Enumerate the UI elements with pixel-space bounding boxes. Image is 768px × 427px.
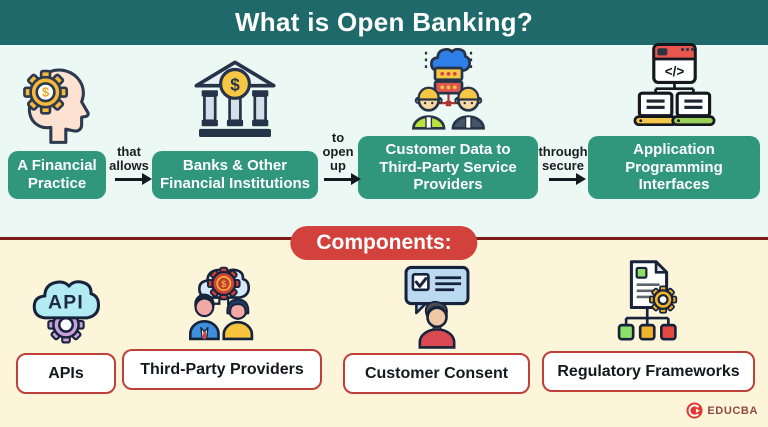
- component-label-third-party: Third-Party Providers: [122, 349, 322, 390]
- bank-icon: $: [194, 60, 276, 137]
- flow-step-financial-practice: $ A Financial Practice: [8, 56, 106, 199]
- consent-chat-person-icon: [404, 265, 469, 349]
- flow-connector-1: that allows: [106, 45, 152, 199]
- component-apis: API APIs: [16, 262, 116, 394]
- flow-connector-3: through secure: [538, 45, 588, 199]
- third-party-people-icon: $: [189, 266, 254, 341]
- man-figure: [189, 293, 220, 341]
- flow-label-apis: Application Programming Interfaces: [588, 135, 760, 199]
- brand-logo: EDUCBA: [686, 402, 758, 419]
- component-third-party: $ Third-Party Providers: [122, 258, 322, 390]
- title-bar: What is Open Banking?: [0, 0, 768, 45]
- flow-step-banks: $ Banks & Other Financial Institutions: [152, 56, 318, 199]
- components-heading: Components:: [290, 226, 478, 260]
- svg-text:</>: </>: [664, 64, 684, 79]
- component-label-consent: Customer Consent: [343, 353, 530, 394]
- svg-text:$: $: [221, 279, 226, 289]
- page-title: What is Open Banking?: [234, 7, 534, 37]
- flow-label-banks: Banks & Other Financial Institutions: [152, 151, 318, 199]
- connector-label: to open up: [322, 129, 354, 174]
- api-devices-icon: </>: [633, 42, 715, 126]
- arrow-right-icon: [324, 173, 361, 184]
- document-hierarchy-gear-icon: [617, 260, 677, 341]
- flow-label-financial-practice: A Financial Practice: [8, 151, 106, 199]
- woman-figure: [222, 298, 254, 341]
- component-regulatory: Regulatory Frameworks: [542, 260, 755, 392]
- arrow-right-icon: [549, 173, 586, 184]
- component-label-regulatory: Regulatory Frameworks: [542, 351, 755, 392]
- api-cloud-gear-icon: API: [32, 280, 101, 344]
- cloud-data-people-icon: [411, 47, 485, 130]
- flow-label-customer-data: Customer Data to Third-Party Service Pro…: [358, 135, 538, 199]
- flow-step-customer-data: Customer Data to Third-Party Service Pro…: [358, 41, 538, 199]
- flow-step-apis: </> Application Programming Interfaces: [588, 41, 760, 199]
- arrow-right-icon: [115, 173, 152, 184]
- flow-section: $ A Financial Practice that allows: [0, 42, 768, 239]
- worker-left: [411, 86, 445, 130]
- svg-text:API: API: [48, 292, 84, 313]
- connector-label: that allows: [109, 143, 149, 174]
- brand-name: EDUCBA: [707, 404, 758, 417]
- connector-label: through secure: [538, 143, 588, 174]
- worker-right: [451, 86, 485, 130]
- svg-text:$: $: [230, 75, 240, 94]
- educba-logo-icon: [686, 402, 703, 419]
- flow-connector-2: to open up: [318, 45, 361, 199]
- component-label-apis: APIs: [16, 353, 116, 394]
- head-gear-dollar-icon: $: [23, 68, 90, 144]
- svg-text:$: $: [42, 85, 50, 100]
- component-consent: Customer Consent: [343, 262, 530, 394]
